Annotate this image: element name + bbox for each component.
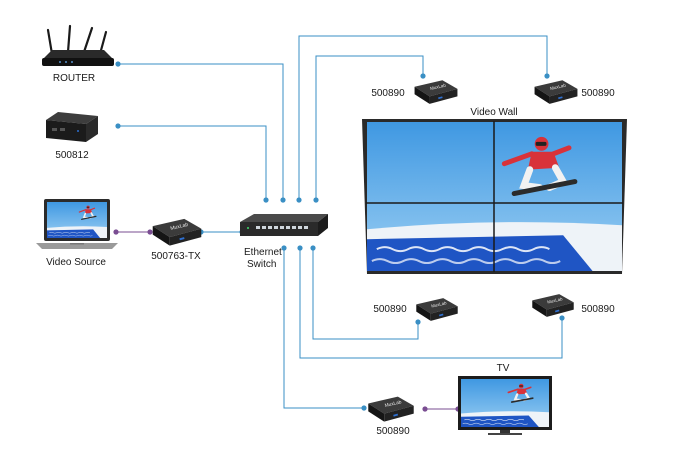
decoder-icon xyxy=(416,298,458,321)
decoder-top-left-label: 500890 xyxy=(371,88,405,99)
decoder-mid-left-label: 500890 xyxy=(373,304,407,315)
dot-switch-3 xyxy=(296,197,302,203)
switch-label-line2: Switch xyxy=(247,259,276,270)
video-wall-label: Video Wall xyxy=(470,107,517,118)
dot-decoder-top-left xyxy=(420,73,426,79)
link-decoder-mid-left xyxy=(312,248,419,340)
dot-switch-6 xyxy=(297,245,303,251)
dot-decoder-mid-right xyxy=(559,315,565,321)
hdmi-links xyxy=(116,231,458,410)
link-decoder-bottom xyxy=(283,248,364,409)
ethernet-switch-icon xyxy=(240,214,328,236)
decoder-mid-right-label: 500890 xyxy=(581,304,615,315)
server-label: 500812 xyxy=(55,150,89,161)
mini-pc-icon xyxy=(46,112,98,142)
decoder-icon xyxy=(532,294,574,317)
video-source-label: Video Source xyxy=(46,257,106,268)
dot-router xyxy=(115,61,121,67)
dot-switch-2 xyxy=(280,197,286,203)
transmitter-label: 500763-TX xyxy=(151,251,201,262)
decoder-icon xyxy=(368,396,414,422)
dot-switch-4 xyxy=(313,197,319,203)
dot-server xyxy=(115,123,121,129)
dot-decoder-bottom xyxy=(361,405,367,411)
tv-icon xyxy=(458,376,552,435)
dot-tx-in xyxy=(147,229,153,235)
dot-switch-7 xyxy=(310,245,316,251)
transmitter-icon xyxy=(152,218,202,246)
switch-label-line1: Ethernet xyxy=(244,247,282,258)
link-router-switch xyxy=(118,63,284,200)
laptop-icon xyxy=(36,199,118,249)
link-decoder-mid-right xyxy=(299,248,563,359)
router-label: ROUTER xyxy=(53,73,95,84)
ethernet-links xyxy=(118,35,563,409)
dot-decoder-top-right xyxy=(544,73,550,79)
dot-decoder-hdmi-out xyxy=(422,406,428,412)
decoder-bottom-label: 500890 xyxy=(376,426,410,437)
dot-switch-5 xyxy=(281,245,287,251)
video-wall-icon xyxy=(362,119,627,274)
decoder-icon xyxy=(534,80,578,104)
dot-switch-1 xyxy=(263,197,269,203)
dot-source-out xyxy=(113,229,119,235)
link-decoder-top-right xyxy=(298,35,548,200)
link-server-switch xyxy=(118,125,267,200)
tv-label: TV xyxy=(497,363,510,374)
decoder-icon xyxy=(414,80,458,104)
router-icon xyxy=(42,24,114,66)
link-decoder-top-left xyxy=(315,55,424,200)
dot-decoder-mid-left xyxy=(415,319,421,325)
decoder-top-right-label: 500890 xyxy=(581,88,615,99)
